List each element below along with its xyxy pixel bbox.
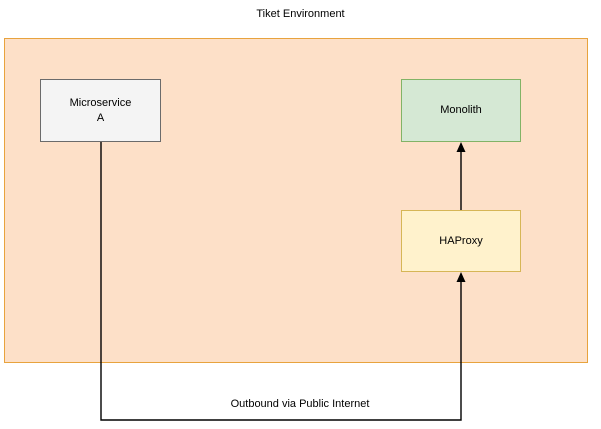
node-haproxy[interactable]: HAProxy xyxy=(401,210,521,272)
node-microservice-a-label: Microservice A xyxy=(69,96,132,124)
node-microservice-a[interactable]: Microservice A xyxy=(40,79,161,142)
node-monolith[interactable]: Monolith xyxy=(401,79,521,142)
edge-label-outbound-via-public-internet: Outbound via Public Internet xyxy=(150,397,450,411)
environment-title: Tiket Environment xyxy=(256,8,345,20)
node-monolith-label: Monolith xyxy=(440,104,482,116)
node-haproxy-label: HAProxy xyxy=(439,234,483,247)
